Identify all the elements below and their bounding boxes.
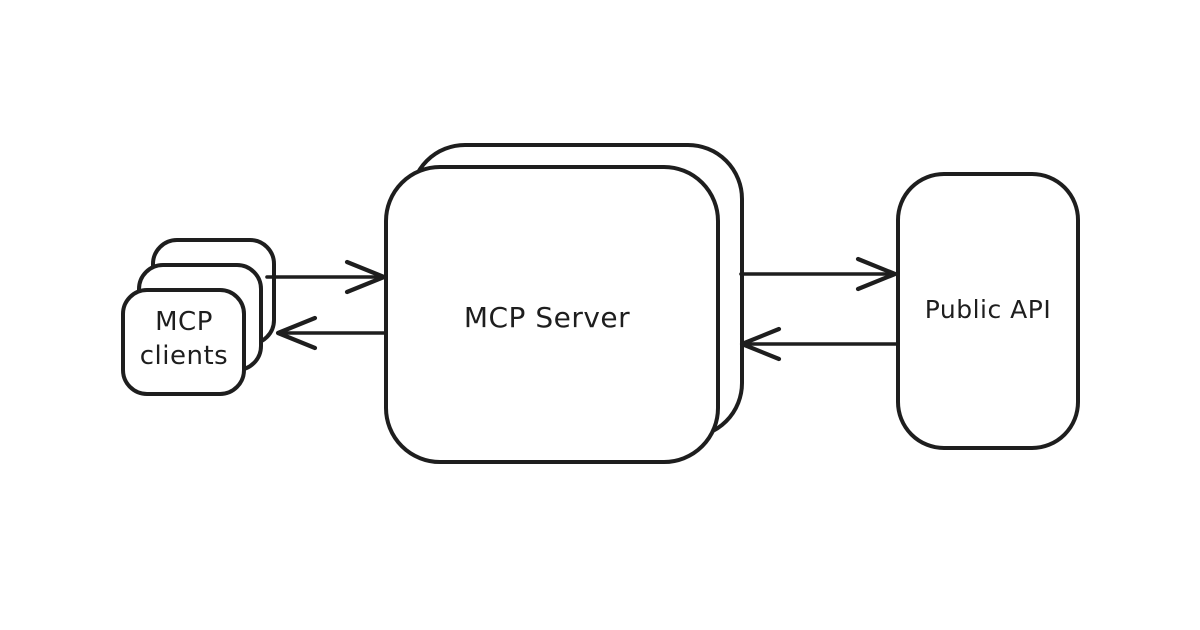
mcp-clients-box-front [121, 288, 246, 396]
mcp-server-node: MCP Server [384, 143, 744, 464]
edge-server-to-api [739, 256, 898, 292]
mcp-clients-label-line2: clients [140, 341, 228, 371]
mcp-server-label: MCP Server [464, 301, 630, 334]
public-api-node: Public API [896, 172, 1080, 450]
public-api-label: Public API [925, 295, 1051, 324]
public-api-box [896, 172, 1080, 450]
edge-server-to-clients-arrowhead-icon [275, 315, 318, 351]
edge-api-to-server-arrowhead-icon [739, 326, 782, 362]
edge-clients-to-server [265, 259, 387, 295]
mcp-clients-node: MCP clients [121, 238, 276, 396]
edge-server-to-api-arrowhead-icon [855, 256, 898, 292]
edge-api-to-server [739, 326, 899, 362]
mcp-clients-label-line1: MCP [155, 307, 213, 337]
edge-server-to-clients [275, 315, 387, 351]
mcp-server-box-front [384, 165, 720, 464]
